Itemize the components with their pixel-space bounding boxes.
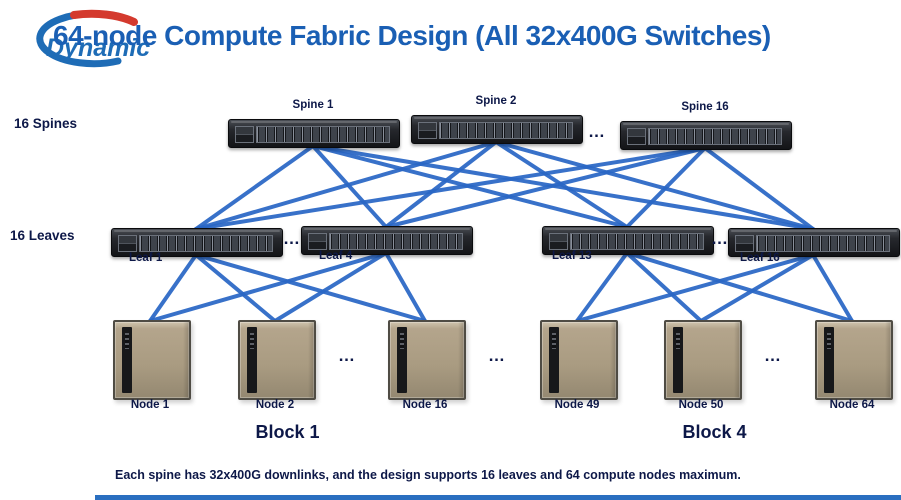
bottom-accent-bar: [95, 495, 901, 500]
rack-vent: [552, 333, 556, 349]
leaf-ellipsis-2: …: [711, 229, 729, 248]
leaf-switch-1: [111, 228, 283, 257]
rack-vent: [125, 333, 129, 349]
leaf-1-label: Leaf 1: [129, 252, 163, 264]
switch-ports: [756, 235, 890, 252]
rack-node-50: [664, 320, 742, 400]
rack-node-1: [113, 320, 191, 400]
spine-16-label: Spine 16: [681, 101, 729, 113]
node-1-label: Node 1: [130, 399, 170, 411]
node-49-label: Node 49: [554, 399, 600, 411]
logo-text: Dynamic: [46, 34, 150, 62]
rack-door: [824, 327, 834, 393]
switch-mgmt-port: [308, 233, 327, 250]
rack-ellipsis-2: …: [764, 346, 782, 365]
switch-mgmt-port: [735, 235, 754, 252]
leaf-row-label: 16 Leaves: [10, 228, 75, 243]
switch-mgmt-port: [549, 233, 568, 250]
rack-door: [247, 327, 257, 393]
node-16-label: Node 16: [402, 399, 448, 411]
spine-1-label: Spine 1: [292, 99, 334, 111]
switch-ports: [570, 233, 704, 250]
spine-ellipsis: …: [588, 122, 606, 141]
leaf-switch-4: [301, 226, 473, 255]
rack-ellipsis-1: …: [338, 346, 356, 365]
rack-vent: [676, 333, 680, 349]
dynamic-logo: Dynamic: [36, 9, 150, 68]
spine-switch-16: [620, 121, 792, 150]
block-4-label: Block 4: [682, 422, 747, 442]
spine-row-label: 16 Spines: [14, 116, 78, 131]
leaf-ellipsis-1: …: [283, 229, 301, 248]
rack-door: [122, 327, 132, 393]
switch-mgmt-port: [627, 128, 646, 145]
leaf-13-label: Leaf 13: [552, 250, 592, 262]
switch-ports: [648, 128, 782, 145]
leaf-4-label: Leaf 4: [319, 250, 353, 262]
spine-switch-1: [228, 119, 400, 148]
spine-2-label: Spine 2: [475, 95, 517, 107]
rack-node-2: [238, 320, 316, 400]
leaf-switch-16: [728, 228, 900, 257]
switch-mgmt-port: [118, 235, 137, 252]
rack-node-49: [540, 320, 618, 400]
leaf-16-label: Leaf 16: [740, 252, 780, 264]
rack-node-64: [815, 320, 893, 400]
rack-vent: [400, 333, 404, 349]
swoosh-red-icon: [70, 9, 138, 26]
block-ellipsis: …: [488, 346, 506, 365]
node-64-label: Node 64: [829, 399, 875, 411]
node-2-label: Node 2: [255, 399, 295, 411]
rack-door: [397, 327, 407, 393]
rack-vent: [250, 333, 254, 349]
switch-ports: [139, 235, 273, 252]
footnote-text: Each spine has 32x400G downlinks, and th…: [115, 468, 741, 482]
switch-ports: [329, 233, 463, 250]
node-50-label: Node 50: [678, 399, 724, 411]
page-title: 64-node Compute Fabric Design (All 32x40…: [53, 20, 771, 51]
rack-node-16: [388, 320, 466, 400]
switch-mgmt-port: [418, 122, 437, 139]
block-1-label: Block 1: [255, 422, 320, 442]
rack-vent: [827, 333, 831, 349]
leaf-switch-13: [542, 226, 714, 255]
switch-ports: [256, 126, 390, 143]
rack-door: [673, 327, 683, 393]
spine-switch-2: [411, 115, 583, 144]
switch-mgmt-port: [235, 126, 254, 143]
switch-ports: [439, 122, 573, 139]
rack-door: [549, 327, 559, 393]
